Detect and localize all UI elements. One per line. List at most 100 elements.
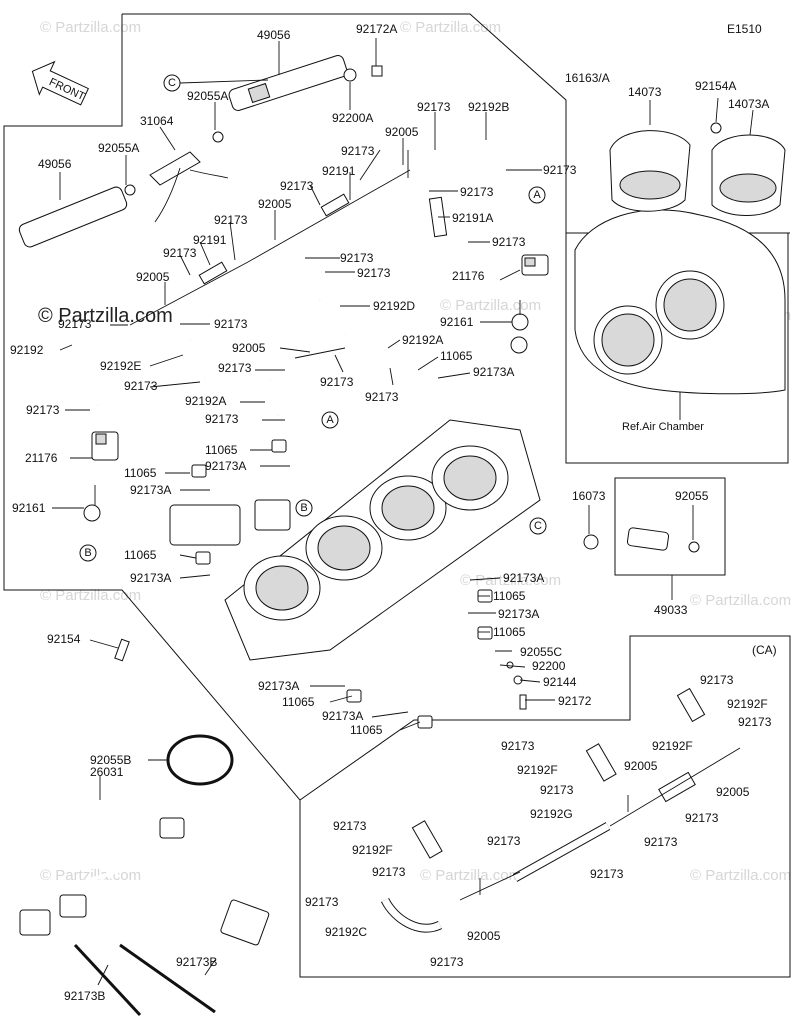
label-92173: 92173 xyxy=(590,867,624,881)
label-92192C: 92192C xyxy=(325,925,367,939)
label-26031: 26031 xyxy=(90,765,124,779)
label-92173: 92173 xyxy=(280,179,314,193)
label-92161: 92161 xyxy=(440,315,474,329)
watermark: © Partzilla.com xyxy=(420,867,521,884)
label-92172: 92172 xyxy=(558,694,592,708)
label-31064: 31064 xyxy=(140,114,174,128)
wire-harness-26031 xyxy=(19,803,270,946)
label-49033: 49033 xyxy=(654,603,688,617)
label-92192G: 92192G xyxy=(530,807,573,821)
label-92173: 92173 xyxy=(738,715,772,729)
watermark: © Partzilla.com xyxy=(40,19,141,36)
label-92005: 92005 xyxy=(467,929,501,943)
label-49056: 49056 xyxy=(38,157,72,171)
label-11065: 11065 xyxy=(493,589,526,603)
label-11065: 11065 xyxy=(124,548,157,562)
label-92173: 92173 xyxy=(460,185,494,199)
label-92055C: 92055C xyxy=(520,645,562,659)
label-92192B: 92192B xyxy=(468,100,509,114)
label-92173: 92173 xyxy=(365,390,399,404)
label-92154A: 92154A xyxy=(695,79,736,93)
air-chamber-ref: Ref.Air Chamber xyxy=(574,122,786,433)
watermark: © Partzilla.com xyxy=(400,19,501,36)
label-92192F: 92192F xyxy=(517,763,558,777)
sensor-21176-right xyxy=(511,254,549,331)
label-92173: 92173 xyxy=(333,819,367,833)
label-92191: 92191 xyxy=(193,233,227,247)
label-92192F: 92192F xyxy=(352,843,393,857)
label-92005: 92005 xyxy=(716,785,750,799)
label-92173: 92173 xyxy=(372,865,406,879)
marker-c: C xyxy=(534,520,542,532)
label-92173B: 92173B xyxy=(176,955,217,969)
label-92173A: 92173A xyxy=(473,365,514,379)
front-arrow-icon: FRONT xyxy=(31,60,90,106)
injector-49033 xyxy=(583,527,700,553)
label-92161: 92161 xyxy=(12,501,46,515)
label-92173: 92173 xyxy=(430,955,464,969)
label-92005: 92005 xyxy=(624,759,658,773)
label-14073A: 14073A xyxy=(728,97,769,111)
label-92192A: 92192A xyxy=(185,394,226,408)
marker-a: A xyxy=(533,189,541,201)
label-92173: 92173 xyxy=(26,403,60,417)
label-92173A: 92173A xyxy=(205,459,246,473)
label-92173: 92173 xyxy=(357,266,391,280)
reference-markers: C A A B C B xyxy=(79,74,547,562)
label-92055A: 92055A xyxy=(187,89,228,103)
watermark: © Partzilla.com xyxy=(40,587,141,604)
label-92173: 92173 xyxy=(218,361,252,375)
label-92173: 92173 xyxy=(685,811,719,825)
fuel-pipe-31064 xyxy=(149,131,229,223)
label-92173A: 92173A xyxy=(322,709,363,723)
frame-lines xyxy=(3,13,791,978)
label-92154: 92154 xyxy=(47,632,81,646)
label-92005: 92005 xyxy=(232,341,266,355)
label-92173: 92173 xyxy=(340,251,374,265)
cable-ties-92173B xyxy=(73,943,216,1017)
label-92172A: 92172A xyxy=(356,22,397,36)
label-92173A: 92173A xyxy=(503,571,544,585)
marker-a: A xyxy=(326,414,334,426)
label-92005: 92005 xyxy=(385,125,419,139)
vacuum-hose-set xyxy=(70,140,508,418)
watermark-dark: © Partzilla.com xyxy=(38,305,173,327)
small-hoses xyxy=(191,439,493,729)
label-92055: 92055 xyxy=(675,489,709,503)
label-92173: 92173 xyxy=(487,834,521,848)
label-92055B: 92055B xyxy=(90,753,131,767)
label-11065: 11065 xyxy=(124,466,157,480)
label-11065: 11065 xyxy=(205,443,238,457)
label-92005: 92005 xyxy=(136,270,170,284)
throttle-body-assembly xyxy=(169,419,541,661)
label-11065: 11065 xyxy=(493,625,526,639)
leader-lines xyxy=(52,38,754,986)
watermark: © Partzilla.com xyxy=(460,572,561,589)
label-92005: 92005 xyxy=(258,197,292,211)
sensor-21176-left xyxy=(83,431,119,522)
label-92173: 92173 xyxy=(214,213,248,227)
label-16073: 16073 xyxy=(572,489,606,503)
label-92173: 92173 xyxy=(320,375,354,389)
label-92173: 92173 xyxy=(540,783,574,797)
watermark: © Partzilla.com xyxy=(440,297,541,314)
label-92173A: 92173A xyxy=(130,483,171,497)
label-92192F: 92192F xyxy=(652,739,693,753)
label-92200: 92200 xyxy=(532,659,566,673)
label-14073: 14073 xyxy=(628,85,662,99)
label-92200A: 92200A xyxy=(332,111,373,125)
ca-label: (CA) xyxy=(752,643,777,657)
label-92191A: 92191A xyxy=(452,211,493,225)
label-92173A: 92173A xyxy=(258,679,299,693)
label-92192: 92192 xyxy=(10,343,44,357)
label-92173A: 92173A xyxy=(498,607,539,621)
label-92173A: 92173A xyxy=(130,571,171,585)
label-92173: 92173 xyxy=(163,246,197,260)
label-92192F: 92192F xyxy=(727,697,768,711)
label-92173: 92173 xyxy=(644,835,678,849)
label-92173: 92173 xyxy=(124,379,158,393)
label-92173: 92173 xyxy=(501,739,535,753)
fuel-rail-top xyxy=(228,55,383,111)
label-92192E: 92192E xyxy=(100,359,141,373)
